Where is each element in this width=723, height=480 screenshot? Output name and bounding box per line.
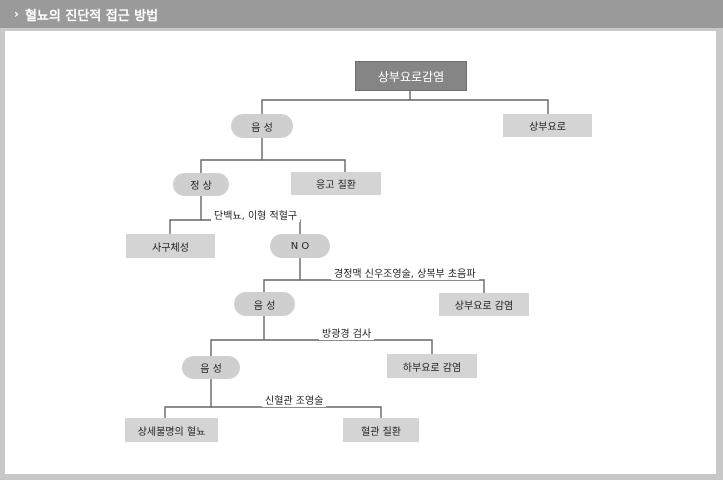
diagram-panel: 상부요로감염 음 성 상부요로 정 상 응고 질환 단백뇨, 이형 적혈구 사구… bbox=[5, 31, 716, 474]
label-cystoscopy: 방광경 검사 bbox=[319, 325, 375, 340]
connector bbox=[261, 91, 411, 114]
connector bbox=[201, 219, 301, 234]
node-upper-urinary-tract: 상부요로 bbox=[503, 114, 592, 137]
node-vascular-disease: 혈관 질환 bbox=[343, 418, 419, 442]
connector bbox=[200, 138, 263, 173]
connector-lines bbox=[164, 91, 549, 418]
page-title: 혈뇨의 진단적 접근 방법 bbox=[24, 8, 159, 24]
node-unspecified-hematuria: 상세불명의 혈뇨 bbox=[125, 418, 218, 442]
label-ivp-ultrasound: 경정맥 신우조영술, 상복부 초음파 bbox=[331, 265, 479, 280]
node-negative-2: 음 성 bbox=[234, 292, 295, 316]
connector bbox=[210, 316, 265, 356]
connector bbox=[169, 196, 202, 234]
connector bbox=[263, 258, 301, 292]
connector bbox=[410, 99, 549, 114]
node-coagulation-disorder: 응고 질환 bbox=[291, 172, 381, 195]
connector bbox=[164, 379, 212, 418]
connector bbox=[300, 279, 485, 293]
node-normal: 정 상 bbox=[173, 173, 229, 196]
connector bbox=[262, 159, 346, 172]
chevron-right-icon: › bbox=[14, 7, 19, 21]
node-negative-1: 음 성 bbox=[231, 114, 293, 138]
node-negative-3: 음 성 bbox=[182, 356, 240, 379]
label-proteinuria: 단백뇨, 이형 적혈구 bbox=[211, 207, 301, 222]
node-no: N O bbox=[270, 234, 330, 258]
node-upper-uti: 상부요로 감염 bbox=[439, 293, 529, 316]
root-node: 상부요로감염 bbox=[355, 61, 467, 91]
connector bbox=[211, 406, 382, 418]
connector bbox=[264, 339, 433, 354]
label-renal-angiography: 신혈관 조영술 bbox=[262, 392, 327, 407]
header-bar: › 혈뇨의 진단적 접근 방법 bbox=[0, 0, 723, 28]
node-glomerular: 사구체성 bbox=[126, 234, 215, 258]
node-lower-uti: 하부요로 감염 bbox=[387, 354, 477, 378]
